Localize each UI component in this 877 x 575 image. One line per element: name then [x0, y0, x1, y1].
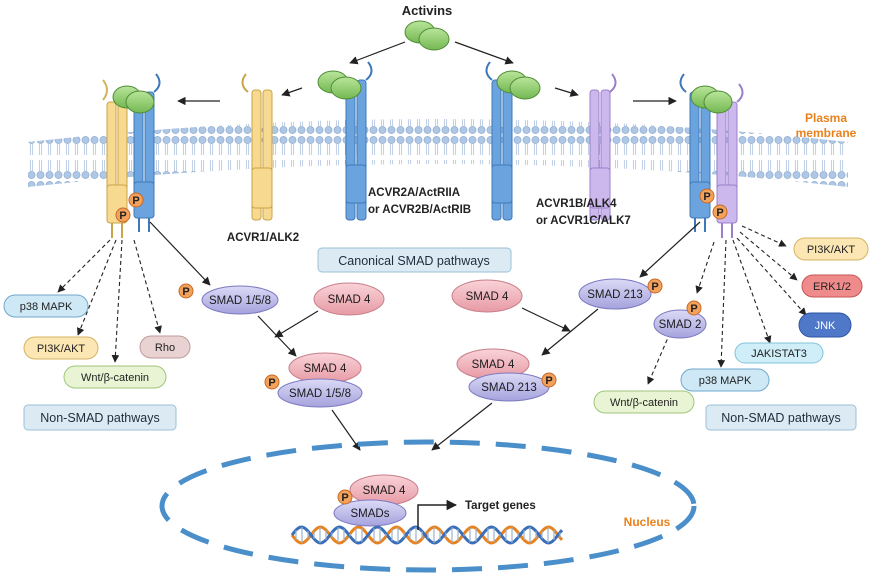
- transcription-arrow: [417, 499, 458, 530]
- receptor-alk2: [241, 73, 273, 221]
- left-dashed-arrows: [57, 239, 162, 363]
- smad-213: SMAD 213: [578, 278, 652, 310]
- phospho-badge: P: [686, 300, 702, 316]
- arrow-smad4-to-complex: [274, 310, 319, 338]
- smad-4-left: SMAD 4: [313, 282, 385, 316]
- effector-p38-mapk-right: p38 MAPK: [680, 368, 770, 392]
- svg-text:P: P: [132, 195, 139, 207]
- svg-text:P: P: [182, 286, 189, 298]
- svg-text:SMAD 4: SMAD 4: [328, 294, 371, 306]
- alk2-label: ACVR1/ALK2: [227, 232, 299, 244]
- svg-text:SMADs: SMADs: [351, 508, 390, 520]
- complex-smad4-smad158: SMAD 4 SMAD 1/5/8: [277, 352, 363, 408]
- svg-text:PI3K/AKT: PI3K/AKT: [37, 343, 86, 355]
- arrow-smad4-to-right-complex: [521, 307, 571, 332]
- svg-text:p38 MAPK: p38 MAPK: [20, 301, 73, 313]
- phospho-badge: P: [712, 204, 728, 220]
- svg-text:SMAD 213: SMAD 213: [587, 289, 643, 301]
- arrow-left-complex-to-nucleus: [331, 409, 361, 451]
- effector-pi3k-akt-right: PI3K/AKT: [793, 237, 869, 261]
- svg-text:PI3K/AKT: PI3K/AKT: [807, 244, 856, 256]
- phospho-badge: P: [541, 372, 557, 388]
- plasma-membrane-label-line2: membrane: [796, 126, 857, 140]
- phospho-badge: P: [699, 188, 715, 204]
- target-genes-label: Target genes: [465, 500, 536, 512]
- svg-text:P: P: [119, 210, 126, 222]
- plasma-membrane-label-line1: Plasma: [805, 111, 847, 125]
- non-smad-box-right: Non-SMAD pathways: [705, 404, 857, 431]
- phospho-badge: P: [115, 207, 131, 223]
- svg-text:SMAD 213: SMAD 213: [481, 382, 537, 394]
- svg-text:Non-SMAD pathways: Non-SMAD pathways: [721, 411, 841, 425]
- svg-text:SMAD 4: SMAD 4: [304, 363, 347, 375]
- nucleus-label: Nucleus: [624, 515, 671, 529]
- arrow-right-complex-to-nucleus: [431, 402, 493, 451]
- svg-text:Wnt/β-catenin: Wnt/β-catenin: [81, 372, 149, 384]
- effector-erk1-2: ERK1/2: [801, 274, 863, 298]
- phospho-badge: P: [337, 489, 353, 505]
- canonical-smad-box: Canonical SMAD pathways: [317, 247, 512, 273]
- type2-label-line2: or ACVR2B/ActRIB: [368, 204, 471, 216]
- nucleus-envelope: [159, 439, 697, 573]
- svg-text:P: P: [651, 281, 658, 293]
- svg-text:Non-SMAD pathways: Non-SMAD pathways: [40, 411, 160, 425]
- svg-text:JAKISTAT3: JAKISTAT3: [751, 348, 807, 360]
- svg-text:SMAD 4: SMAD 4: [466, 291, 509, 303]
- svg-text:JNK: JNK: [815, 320, 836, 332]
- arrow-smad158-to-complex: [257, 315, 297, 357]
- svg-text:P: P: [690, 303, 697, 315]
- smad-4-right: SMAD 4: [451, 279, 523, 313]
- svg-text:P: P: [703, 191, 710, 203]
- effector-p38-mapk-left: p38 MAPK: [3, 294, 89, 318]
- receptor-alk4: [589, 73, 617, 221]
- ligand-dimer-top: [404, 20, 450, 51]
- title-activins: Activins: [402, 3, 453, 18]
- receptor-type2-right: [485, 61, 541, 221]
- smad-2: SMAD 2: [653, 309, 707, 339]
- non-smad-box-left: Non-SMAD pathways: [23, 404, 177, 431]
- dna-helix: [290, 525, 564, 545]
- svg-text:SMAD 4: SMAD 4: [363, 485, 406, 497]
- svg-text:ERK1/2: ERK1/2: [813, 281, 851, 293]
- type2-label-line1: ACVR2A/ActRIIA: [368, 187, 460, 199]
- phospho-badge: P: [178, 283, 194, 299]
- effector-wnt-beta-catenin-left: Wnt/β-catenin: [63, 365, 167, 389]
- svg-text:P: P: [716, 207, 723, 219]
- phospho-badge: P: [128, 192, 144, 208]
- receptor-complex-alk4-bound: [679, 73, 744, 238]
- effector-rho: Rho: [139, 335, 191, 359]
- complex-smad4-smad213: SMAD 4 SMAD 213: [456, 348, 550, 402]
- svg-text:P: P: [268, 377, 275, 389]
- alk4-label-line1: ACVR1B/ALK4: [536, 198, 617, 210]
- svg-text:SMAD 1/5/8: SMAD 1/5/8: [289, 388, 351, 400]
- plasma-membrane: [28, 119, 848, 187]
- svg-text:SMAD 1/5/8: SMAD 1/5/8: [209, 295, 271, 307]
- svg-text:P: P: [341, 492, 348, 504]
- arrow-receptor-to-smad213: [639, 221, 701, 278]
- svg-text:p38 MAPK: p38 MAPK: [699, 375, 752, 387]
- smad-1-5-8: SMAD 1/5/8: [201, 285, 279, 315]
- right-dashed-arrows: [647, 225, 807, 385]
- arrow-receptor-to-smad158: [149, 221, 211, 286]
- receptor-type2-left: [317, 61, 373, 221]
- svg-text:Canonical SMAD pathways: Canonical SMAD pathways: [338, 254, 489, 268]
- arrow-smad213-to-complex: [541, 308, 599, 356]
- svg-text:Rho: Rho: [155, 342, 175, 354]
- effector-pi3k-akt-left: PI3K/AKT: [23, 336, 99, 360]
- svg-text:P: P: [545, 375, 552, 387]
- phospho-badge: P: [264, 374, 280, 390]
- top-arrows: [177, 41, 677, 106]
- nuclear-smad-complex: SMAD 4 SMADs: [333, 474, 419, 527]
- phospho-badge: P: [647, 278, 663, 294]
- effector-wnt-beta-catenin-right: Wnt/β-catenin: [593, 390, 695, 414]
- svg-text:SMAD 2: SMAD 2: [659, 319, 702, 331]
- svg-text:Wnt/β-catenin: Wnt/β-catenin: [610, 397, 678, 409]
- effector-jnk: JNK: [798, 312, 852, 338]
- alk4-label-line2: or ACVR1C/ALK7: [536, 215, 631, 227]
- effector-jakistat3: JAKISTAT3: [734, 342, 824, 364]
- svg-text:SMAD 4: SMAD 4: [472, 359, 515, 371]
